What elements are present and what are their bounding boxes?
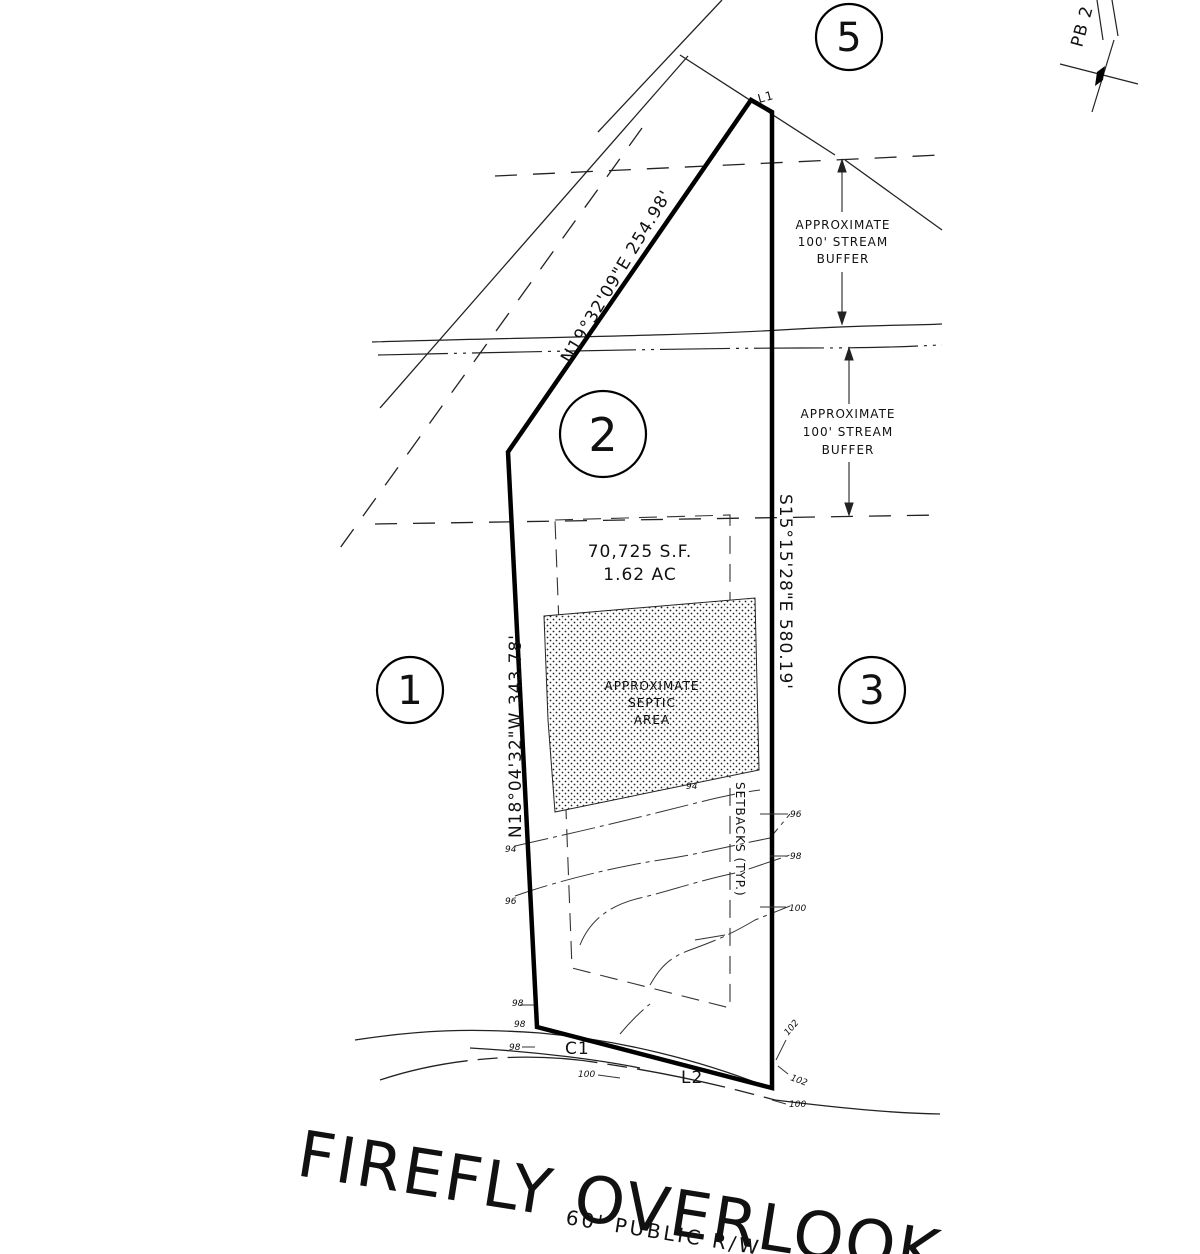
parcel-boundary: [505, 97, 775, 1091]
contour-label-98-west-1: 98: [512, 999, 524, 1009]
parcel-area-sf: 70,725 S.F.: [588, 542, 693, 562]
septic-label-line-3: AREA: [634, 713, 670, 727]
septic-area: [543, 597, 760, 813]
upper-buffer-line-2: 100' STREAM: [798, 235, 888, 249]
plat-book-reference: PB 2: [1059, 0, 1139, 113]
parcel-area-ac: 1.62 AC: [603, 565, 676, 585]
stream-lines: [371, 323, 943, 356]
lot-3-number: 3: [859, 668, 884, 714]
west-line-bearing: N18°04'32"W 343.78': [506, 634, 526, 838]
dashed-reference-lines: [339, 127, 941, 549]
setback-lines: [554, 514, 731, 1009]
contour-label-100-road-west: 100: [578, 1070, 595, 1080]
contour-label-102-upper: 102: [783, 1018, 802, 1038]
septic-label-line-1: APPROXIMATE: [605, 679, 700, 693]
lot-2-number: 2: [588, 408, 617, 462]
contour-label-100-east: 100: [789, 904, 806, 914]
line-label-l1: L1: [756, 88, 775, 106]
road-right-of-way: [354, 1029, 941, 1115]
curve-label-c1: C1: [565, 1039, 590, 1059]
plat-book-label: PB 2: [1068, 3, 1098, 49]
septic-label-line-2: SEPTIC: [628, 696, 676, 710]
contour-label-94-west: 94: [505, 845, 517, 855]
contour-label-98-west-2: 98: [514, 1020, 526, 1030]
line-label-l2: L2: [681, 1068, 703, 1088]
contour-label-98-east: 98: [790, 852, 802, 862]
contour-label-94-east: 94: [686, 782, 698, 792]
lower-buffer-line-3: BUFFER: [822, 443, 875, 457]
lower-buffer-line-1: APPROXIMATE: [801, 407, 896, 421]
contour-label-96-west: 96: [505, 897, 517, 907]
contour-label-98-west-3: 98: [509, 1043, 521, 1053]
contour-label-102-lower: 102: [789, 1073, 809, 1088]
contour-label-96-east: 96: [790, 810, 802, 820]
contour-ticks: [522, 813, 789, 1105]
northwest-line-bearing: N19°32'09"E 254.98': [557, 187, 676, 367]
east-line-bearing: S15°15'28"E 580.19': [775, 494, 795, 690]
contour-label-100-road-east: 100: [789, 1100, 806, 1110]
upper-buffer-line-1: APPROXIMATE: [796, 218, 891, 232]
lot-5-number: 5: [836, 15, 861, 61]
upper-buffer-line-3: BUFFER: [817, 252, 870, 266]
stream-buffer-dimensions: [837, 158, 854, 517]
lot-circles: [375, 2, 907, 725]
lower-buffer-line-2: 100' STREAM: [803, 425, 893, 439]
setbacks-label: SETBACKS (TYP.): [733, 782, 747, 897]
lot-1-number: 1: [397, 668, 422, 714]
contour-lines: [514, 789, 791, 1035]
